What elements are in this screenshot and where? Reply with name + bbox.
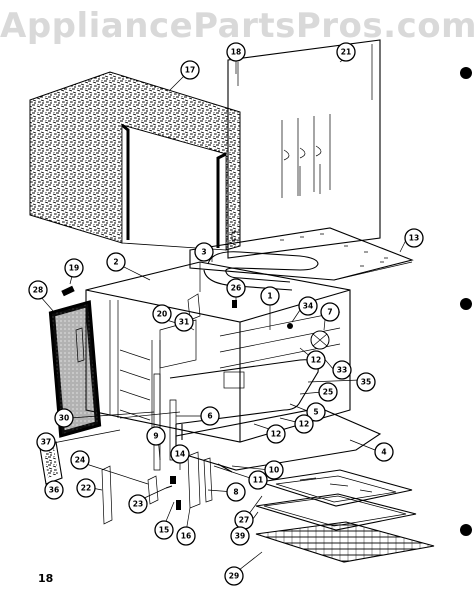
svg-text:12: 12 (299, 420, 309, 429)
svg-text:18: 18 (231, 48, 241, 57)
hinge-hardware (101, 451, 233, 525)
svg-text:20: 20 (157, 310, 167, 319)
watermark: AppliancePartsPros.com (0, 6, 476, 46)
callout-23: 23 (128, 494, 148, 514)
callout-2: 2 (106, 252, 126, 272)
callout-10: 10 (264, 460, 284, 480)
callout-36: 36 (44, 480, 64, 500)
callout-24: 24 (70, 450, 90, 470)
callout-33: 33 (332, 360, 352, 380)
svg-text:19: 19 (69, 264, 79, 273)
svg-text:36: 36 (49, 486, 59, 495)
svg-text:1: 1 (267, 292, 272, 301)
door-gasket (48, 300, 102, 438)
insulation-blanket (29, 71, 241, 251)
svg-text:12: 12 (271, 430, 281, 439)
svg-text:31: 31 (179, 318, 189, 327)
callout-5: 5 (306, 402, 326, 422)
svg-text:22: 22 (81, 484, 91, 493)
callout-37: 37 (36, 432, 56, 452)
binder-hole-top (460, 67, 472, 79)
callout-4: 4 (374, 442, 394, 462)
svg-text:30: 30 (59, 414, 69, 423)
callout-28: 28 (28, 280, 48, 300)
oven-rack (255, 521, 435, 563)
broil-pan-insert (259, 469, 413, 507)
svg-text:34: 34 (303, 302, 313, 311)
rear-bracket (159, 293, 201, 369)
callout-25: 25 (318, 382, 338, 402)
callout-30: 30 (54, 408, 74, 428)
callout-12c: 12 (266, 424, 286, 444)
svg-text:23: 23 (133, 500, 143, 509)
svg-text:17: 17 (185, 66, 195, 75)
callout-14: 14 (170, 444, 190, 464)
callout-18: 18 (226, 42, 246, 62)
callout-21: 21 (336, 42, 356, 62)
callout-39: 39 (230, 526, 250, 546)
callout-27: 27 (234, 510, 254, 530)
svg-text:25: 25 (323, 388, 333, 397)
callout-11: 11 (248, 470, 268, 490)
callout-12a: 12 (306, 350, 326, 370)
callout-20: 20 (152, 304, 172, 324)
callout-1: 1 (260, 286, 280, 306)
svg-text:13: 13 (409, 234, 419, 243)
callout-29: 29 (224, 566, 244, 586)
svg-text:3: 3 (201, 248, 206, 257)
callout-34: 34 (298, 296, 318, 316)
svg-text:15: 15 (159, 526, 169, 535)
svg-text:16: 16 (181, 532, 191, 541)
page-number: 18 (38, 572, 54, 585)
svg-text:35: 35 (361, 378, 371, 387)
callout-16: 16 (176, 526, 196, 546)
callout-35: 35 (356, 372, 376, 392)
svg-text:33: 33 (337, 366, 347, 375)
rear-panel (227, 39, 381, 259)
thermostat-post (287, 323, 293, 329)
svg-text:37: 37 (41, 438, 51, 447)
svg-text:29: 29 (229, 572, 239, 581)
svg-text:39: 39 (235, 532, 245, 541)
svg-text:26: 26 (231, 284, 241, 293)
svg-text:2: 2 (113, 258, 118, 267)
svg-text:7: 7 (327, 308, 332, 317)
callout-8: 8 (226, 482, 246, 502)
svg-text:5: 5 (313, 408, 318, 417)
callout-31: 31 (174, 312, 194, 332)
svg-text:10: 10 (269, 466, 279, 475)
svg-text:9: 9 (153, 432, 158, 441)
clip-part (61, 285, 75, 297)
callout-17: 17 (180, 60, 200, 80)
binder-hole-bottom (460, 524, 472, 536)
callout-22: 22 (76, 478, 96, 498)
svg-text:8: 8 (233, 488, 238, 497)
svg-text:14: 14 (175, 450, 185, 459)
svg-text:12: 12 (311, 356, 321, 365)
svg-text:24: 24 (75, 456, 85, 465)
screw-part (232, 300, 237, 308)
svg-text:28: 28 (33, 286, 43, 295)
svg-text:4: 4 (381, 448, 386, 457)
broil-pan (255, 493, 417, 531)
callout-15: 15 (154, 520, 174, 540)
binder-hole-middle (460, 298, 472, 310)
callout-13: 13 (404, 228, 424, 248)
callout-12b: 12 (294, 414, 314, 434)
callout-19: 19 (64, 258, 84, 278)
callout-7: 7 (320, 302, 340, 322)
svg-text:27: 27 (239, 516, 249, 525)
svg-text:6: 6 (207, 412, 212, 421)
callout-9: 9 (146, 426, 166, 446)
callout-26: 26 (226, 278, 246, 298)
callout-6: 6 (200, 406, 220, 426)
svg-text:21: 21 (341, 48, 351, 57)
callout-3: 3 (194, 242, 214, 262)
thermostat-knob (310, 330, 330, 350)
svg-text:11: 11 (253, 476, 263, 485)
